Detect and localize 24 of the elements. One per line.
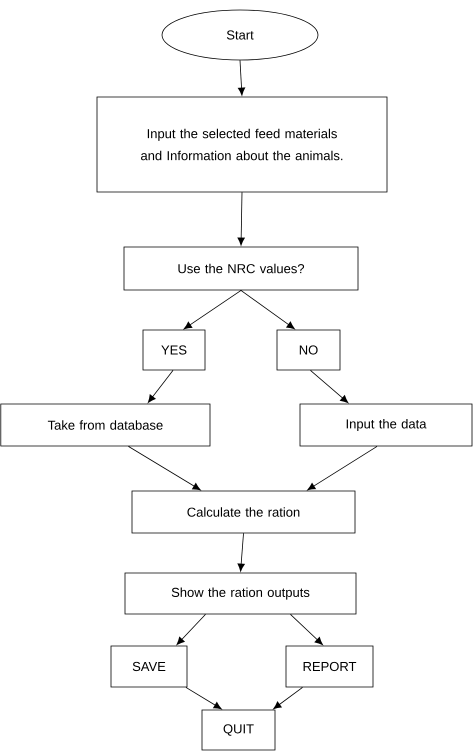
arrow (273, 687, 303, 710)
process-box: Show the ration outputs (124, 572, 356, 614)
arrow (238, 60, 246, 96)
arrow (240, 290, 295, 330)
arrow (176, 614, 206, 645)
arrow (310, 370, 348, 404)
process-box: REPORT (286, 646, 374, 688)
arrow (128, 446, 201, 490)
arrow (290, 614, 323, 646)
process-box: Use the NRC values? (124, 246, 358, 290)
arrow (184, 290, 242, 330)
process-box: Input the selected feed materials and Information about the animals. (96, 96, 388, 192)
process-box: NO (276, 330, 340, 370)
arrow (238, 192, 245, 246)
arrow (307, 446, 378, 490)
process-box: Input the data (300, 404, 472, 446)
arrow (238, 533, 245, 572)
process-box: Take from database (0, 404, 210, 446)
process-box: YES (142, 330, 206, 370)
process-box: QUIT (202, 710, 276, 750)
process-box: SAVE (110, 646, 188, 688)
process-box: Calculate the ration (132, 490, 356, 534)
arrow (148, 370, 174, 403)
arrow (186, 687, 222, 710)
